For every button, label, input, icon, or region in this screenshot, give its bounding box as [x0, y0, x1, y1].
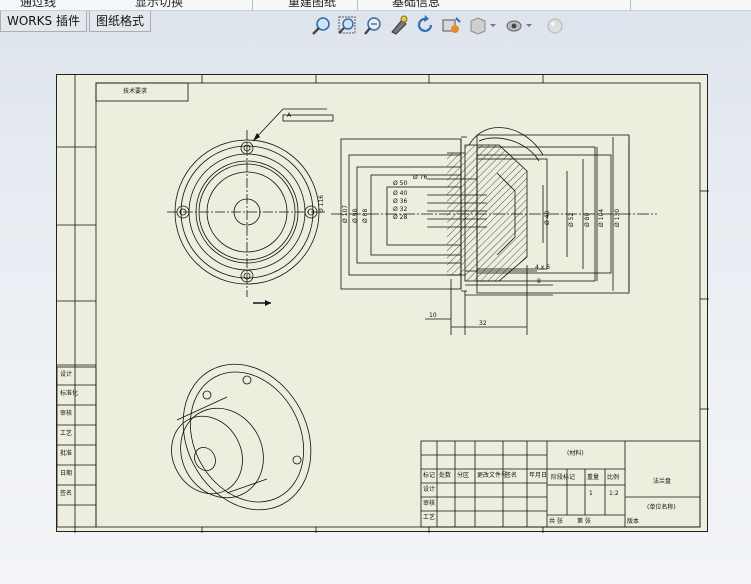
title-block-cell: 阶段标记 — [551, 474, 576, 481]
title-block-cell: 签名 — [505, 472, 518, 479]
drawing-sheet[interactable]: 技术要求 A 设计 标准化 审核 工艺 批准 日期 签名 Ø 50 Ø 40 Ø… — [56, 74, 709, 533]
zoom-in-out-icon[interactable] — [362, 14, 384, 38]
title-block-cell: 工艺 — [423, 514, 436, 521]
tab-addins[interactable]: WORKS 插件 — [0, 11, 87, 32]
left-block-label: 标准化 — [60, 390, 79, 397]
command-item-1[interactable]: 通过线 — [20, 0, 57, 9]
dimension-label: Ø 116 — [318, 194, 325, 213]
company-cell: (单位名称) — [647, 504, 676, 511]
material-cell: (材料) — [567, 450, 584, 457]
dimension-label: Ø 52 — [568, 212, 575, 227]
command-separator — [357, 0, 358, 10]
title-block-cell: 处数 — [439, 472, 452, 479]
technical-note-label: 技术要求 — [123, 88, 148, 95]
display-style-icon[interactable] — [468, 14, 496, 38]
dimension-label: 8 — [537, 278, 541, 285]
dimension-label: 10 — [429, 312, 437, 319]
part-title-cell: 法兰盘 — [653, 478, 672, 485]
title-block-cell: 分区 — [457, 472, 470, 479]
zoom-area-icon[interactable] — [336, 14, 358, 38]
dimension-label: 4 x 6 — [535, 264, 550, 271]
command-item-2[interactable]: 显示切换 — [135, 0, 184, 9]
dimension-label: 32 — [479, 320, 487, 327]
dimension-label: Ø 130 — [614, 208, 621, 227]
dimension-label: Ø 104 — [598, 208, 605, 227]
title-block-cell: 审核 — [423, 500, 436, 507]
left-block-label: 签名 — [60, 490, 73, 497]
left-block-label: 日期 — [60, 470, 73, 477]
command-manager-tabs: WORKS 插件 图纸格式 — [0, 11, 153, 33]
dimension-label: Ø 50 — [393, 180, 408, 187]
title-block-cell: 比例 — [607, 474, 620, 481]
command-separator — [252, 0, 253, 10]
version-cell: 版本 — [627, 518, 640, 525]
dimension-label: Ø 40 — [544, 210, 551, 225]
drawing-linework — [57, 75, 709, 533]
command-bar: 通过线 显示切换 重建图纸 基础信息 — [0, 0, 751, 11]
dimension-label: Ø 107 — [342, 204, 349, 223]
pan-icon[interactable] — [388, 14, 410, 38]
hide-show-icon[interactable] — [504, 14, 532, 38]
sheet-count-cell: 共 张 — [549, 518, 563, 525]
rotate-icon[interactable] — [414, 14, 436, 38]
command-separator — [630, 0, 631, 10]
left-block-label: 设计 — [60, 371, 73, 378]
command-item-4[interactable]: 基础信息 — [392, 0, 441, 9]
appearance-icon[interactable] — [544, 14, 566, 38]
view-orientation-icon[interactable] — [440, 14, 462, 38]
title-block-cell: 重量 — [587, 474, 600, 481]
left-block-label: 批准 — [60, 450, 73, 457]
dimension-label: Ø 76 — [413, 174, 428, 181]
title-block-cell: 年月日 — [529, 472, 548, 479]
sheet-index-cell: 第 张 — [577, 518, 591, 525]
zoom-fit-icon[interactable] — [310, 14, 332, 38]
dimension-label: Ø 40 — [393, 190, 408, 197]
title-block-cell: 标记 — [423, 472, 436, 479]
title-block-cell: 设计 — [423, 486, 436, 493]
dimension-label: Ø 28 — [393, 214, 408, 221]
dimension-label: Ø 36 — [393, 198, 408, 205]
dimension-label: Ø 80 — [584, 212, 591, 227]
tab-sheet-format[interactable]: 图纸格式 — [88, 11, 151, 32]
dimension-label: Ø 98 — [352, 208, 359, 223]
scale-cell: 1:2 — [609, 490, 619, 497]
dimension-label: Ø 88 — [362, 208, 369, 223]
command-item-3[interactable]: 重建图纸 — [288, 0, 337, 9]
leader-note: A — [287, 112, 292, 119]
drawing-number-cell: 1 — [589, 490, 593, 497]
left-block-label: 审核 — [60, 410, 73, 417]
left-block-label: 工艺 — [60, 430, 73, 437]
title-block-cell: 更改文件号 — [477, 472, 508, 479]
dimension-label: Ø 32 — [393, 206, 408, 213]
